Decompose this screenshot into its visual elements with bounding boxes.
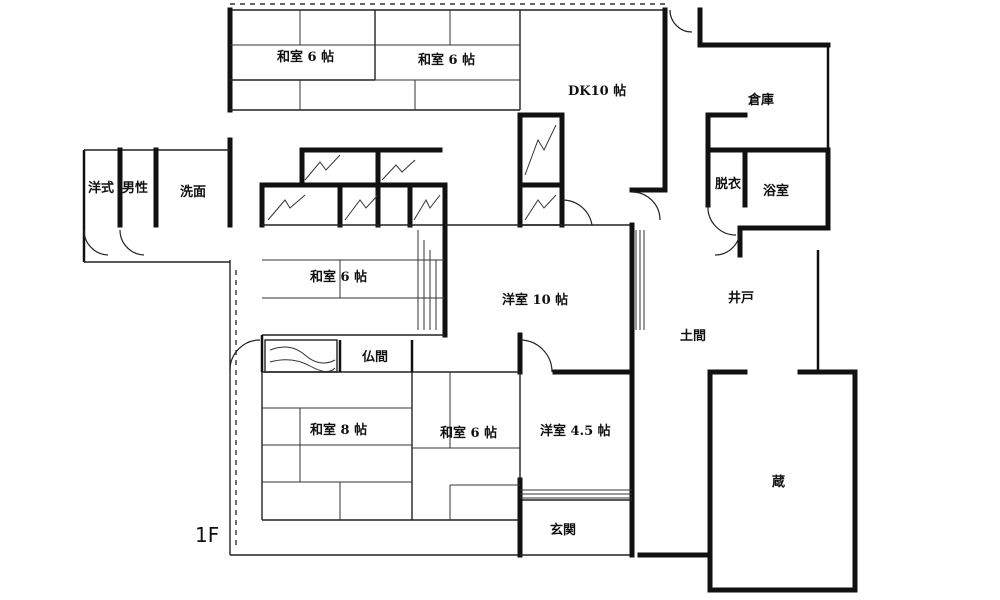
room-genkan: 玄関 (550, 522, 576, 538)
room-dk: DK10 帖 (568, 83, 626, 99)
room-souko: 倉庫 (747, 92, 774, 108)
room-labels: 和室 6 帖 和室 6 帖 DK10 帖 倉庫 脱衣 浴室 洋式 男性 洗面 和… (88, 49, 789, 547)
room-yokushitsu: 浴室 (763, 183, 789, 199)
room-washitsu-6-nw: 和室 6 帖 (277, 49, 334, 65)
room-datsui: 脱衣 (715, 176, 741, 192)
room-yoshitsu-45: 洋室 4.5 帖 (540, 423, 611, 439)
room-ido: 井戸 (728, 290, 754, 306)
room-kura: 蔵 (772, 474, 785, 490)
door-swings (83, 9, 741, 373)
room-yoshiki: 洋式 (88, 180, 114, 196)
room-washitsu-6-s: 和室 6 帖 (440, 425, 497, 441)
room-washitsu-6-mid: 和室 6 帖 (310, 269, 367, 285)
room-senmen: 洗面 (180, 184, 206, 200)
room-yoshitsu-10: 洋室 10 帖 (502, 292, 568, 308)
tatami-lines (230, 10, 645, 520)
room-butsuma: 仏間 (362, 350, 388, 365)
room-dansei: 男性 (122, 180, 148, 196)
floor-label: 1F (195, 523, 219, 547)
walls (82, 3, 858, 593)
room-washitsu-6-n: 和室 6 帖 (418, 52, 475, 68)
room-doma: 土間 (680, 328, 706, 344)
room-washitsu-8: 和室 8 帖 (310, 422, 367, 438)
